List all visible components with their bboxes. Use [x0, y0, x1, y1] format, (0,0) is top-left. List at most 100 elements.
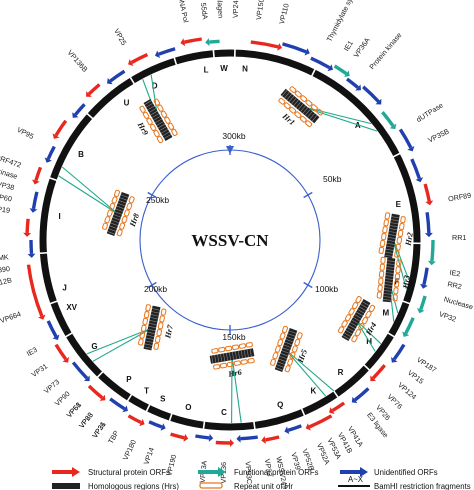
hr-hatch: [229, 352, 232, 361]
fragment-label: P: [126, 375, 132, 384]
orf-arrow: [46, 145, 56, 160]
legend-repeat-swatch: [199, 482, 223, 489]
hr-repeat-unit: [396, 236, 403, 244]
orf-label: DNA Pol: [176, 0, 191, 24]
hr-repeat-unit: [142, 317, 149, 326]
orf-arrow-head: [284, 426, 290, 435]
hr-repeat-unit: [351, 335, 358, 343]
orf-arrow: [73, 103, 86, 116]
hr-hatch: [113, 214, 122, 218]
hr-repeat-unit: [231, 344, 240, 351]
hr-repeat-unit: [305, 120, 313, 128]
hr-label: Hr5: [296, 348, 309, 365]
hr-repeat-unit: [305, 99, 313, 107]
hr-hatch: [108, 228, 117, 232]
orf-arrow: [423, 183, 431, 202]
hr-hatch: [217, 354, 220, 363]
orf-arrow-head: [205, 38, 210, 47]
fragment-label: O: [185, 403, 191, 412]
fragment-label: U: [124, 99, 130, 108]
outer-genome-ring: [39, 49, 421, 431]
hr-hatch: [281, 89, 288, 97]
fragment-boundary: [299, 406, 307, 418]
orf-arrow: [430, 239, 435, 262]
orf-arrow-head: [424, 232, 433, 238]
orf-arrow: [404, 317, 415, 335]
hr-repeat-unit: [138, 338, 144, 346]
hr-repeat-unit: [149, 123, 157, 132]
hr-label: Hr7: [163, 323, 175, 340]
orf-arrow: [333, 64, 348, 76]
orf-label: TBP: [106, 429, 121, 446]
hr-repeat-unit: [156, 329, 163, 337]
hr-repeat-unit: [157, 322, 164, 330]
orf-arrow: [34, 166, 43, 182]
orf-label: 55dA: [199, 2, 210, 20]
hr-repeat-unit: [337, 326, 345, 334]
hr-block: Hr8: [102, 189, 141, 237]
hr-hatch: [384, 254, 393, 257]
orf-arrow-head: [180, 38, 186, 47]
hr-hatch: [283, 344, 292, 348]
fragment-boundary: [212, 47, 216, 60]
orf-arrow: [371, 364, 387, 380]
hr-hatch: [386, 242, 395, 245]
hr-bar: [106, 191, 130, 237]
orf-arrow: [109, 397, 126, 411]
orf-label: VP136B: [66, 48, 90, 74]
hr-block: Hr6: [209, 342, 255, 379]
hr-hatch: [280, 353, 289, 357]
orf-arrow-head: [72, 112, 79, 118]
hr-hatch: [107, 231, 116, 235]
hr-hatch: [153, 116, 161, 121]
hr-repeat-unit: [294, 111, 302, 119]
hr-label: Hr8: [128, 212, 141, 229]
orf-arrows: [23, 37, 436, 447]
hr-hatch: [311, 114, 318, 122]
hr-repeat-unit: [143, 311, 150, 319]
orf-label: IE2: [449, 268, 461, 279]
orf-label: dUTPase: [415, 101, 445, 125]
hr-repeat-unit: [111, 196, 118, 204]
hr-hatch: [150, 314, 159, 317]
orf-label: VP90: [53, 389, 72, 408]
fragment-boundary: [390, 151, 403, 159]
hr-hatch: [348, 324, 356, 330]
orf-label: Collagen: [215, 0, 225, 18]
hr-repeat-unit: [153, 342, 160, 350]
orf-arrow-head: [236, 434, 241, 443]
orf-label: VP110: [277, 2, 291, 25]
fragment-boundary: [47, 299, 60, 306]
hr-repeat-unit: [146, 117, 153, 125]
hr-hatch: [118, 200, 127, 204]
hr-hatch: [149, 320, 158, 323]
hr-hatch: [390, 222, 399, 225]
hr-repeat-unit: [392, 294, 398, 302]
hr-hatch: [109, 225, 118, 229]
hr-label: Hr6: [227, 368, 243, 379]
legend-bamhi: BamHI restriction fragments: [374, 482, 471, 490]
orf-arrow-head: [128, 59, 134, 66]
hr-repeat-unit: [384, 212, 391, 220]
hr-repeat-unit: [247, 357, 255, 364]
orf-label: VP15: [406, 368, 425, 386]
hr-hatch: [390, 219, 399, 222]
kb-tick: [147, 281, 157, 289]
fragment-boundary: [144, 402, 152, 414]
hr-hatch: [304, 109, 311, 116]
hr-hatch: [386, 263, 395, 265]
hr-hatch: [355, 311, 364, 317]
hr-repeat-unit: [394, 273, 401, 281]
fragment-label: T: [144, 386, 149, 395]
hr-repeat-unit: [159, 315, 165, 323]
hr-hatch: [309, 113, 316, 120]
orf-arrow: [158, 47, 176, 56]
hr-label: Hr1: [280, 111, 297, 127]
orf-label: TK-TMK: [0, 252, 9, 263]
hr-repeat-unit: [279, 332, 286, 340]
orf-arrow-head: [139, 418, 145, 427]
fragment-boundary: [400, 299, 413, 306]
hr-hatch: [146, 334, 155, 337]
hr-label: Hr2: [403, 232, 414, 248]
orf-arrow: [31, 191, 39, 210]
